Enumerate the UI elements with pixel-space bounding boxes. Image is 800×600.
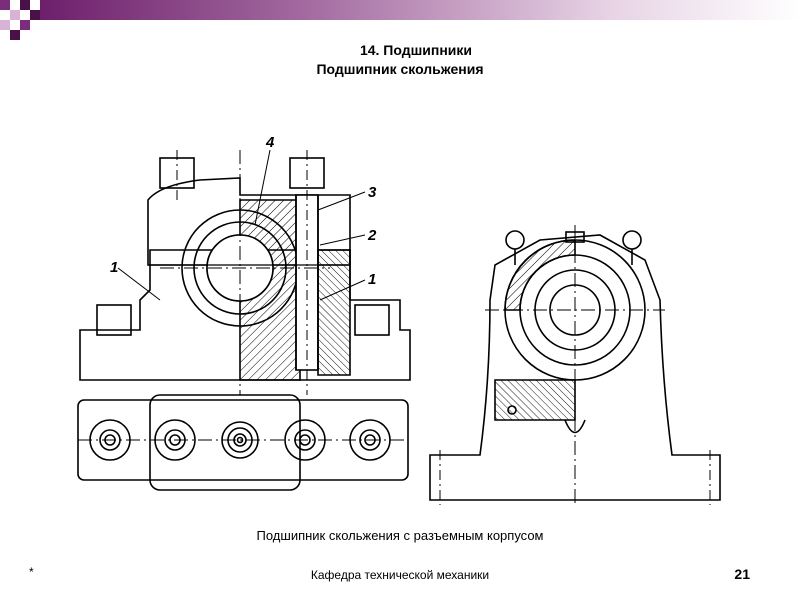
corner-square-2 <box>10 10 20 20</box>
left-view-plan <box>77 394 409 491</box>
figure-caption: Подшипник скольжения с разъемным корпусо… <box>256 528 544 543</box>
header-decoration <box>0 0 800 20</box>
header-gradient-bar <box>40 0 800 20</box>
corner-square-7 <box>10 30 20 40</box>
part-label-1-left: 1 <box>110 259 118 276</box>
part-label-4: 4 <box>265 134 275 151</box>
part-label-1-right: 1 <box>368 271 376 288</box>
part-labels: 4 3 2 1 1 <box>110 134 377 288</box>
page-number: 21 <box>734 566 750 582</box>
footer-date-placeholder: * <box>29 565 34 579</box>
corner-square-6 <box>30 10 40 20</box>
corner-square-5 <box>20 20 30 30</box>
corner-square-4 <box>0 20 10 30</box>
corner-square-1 <box>0 0 10 10</box>
slide-title: 14. Подшипники <box>359 42 473 58</box>
part-label-3: 3 <box>368 184 377 201</box>
right-view <box>429 225 721 505</box>
part-label-2: 2 <box>367 227 377 244</box>
footer-department: Кафедра технической механики <box>310 568 490 582</box>
corner-square-3 <box>20 0 30 10</box>
plan-bolts <box>89 419 391 461</box>
slide-subtitle: Подшипник скольжения <box>316 61 484 77</box>
left-view-front <box>79 149 411 395</box>
